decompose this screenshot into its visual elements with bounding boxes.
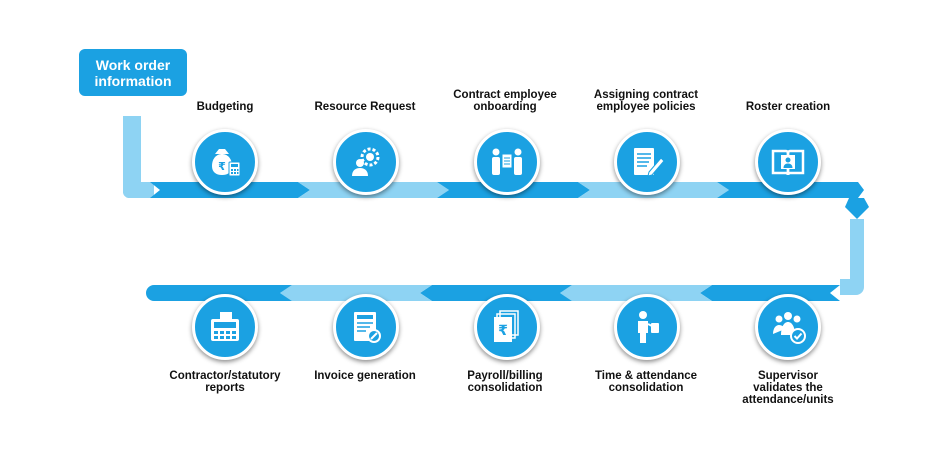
- policies-badge: [614, 129, 680, 195]
- start-connector: [123, 116, 154, 198]
- bottom-arrow-3: [420, 285, 572, 301]
- step-label-attendance: Time & attendance consolidation: [594, 370, 698, 394]
- work-order-start-box: Work order information: [79, 49, 187, 96]
- bottom-arrow-1: [700, 285, 840, 301]
- bottom-arrow-2: [560, 285, 712, 301]
- document-pen-icon: [634, 148, 665, 177]
- step-label-policies: Assigning contract employee policies: [593, 89, 699, 113]
- svg-text:₹: ₹: [498, 323, 508, 339]
- payroll-badge: ₹: [474, 294, 540, 360]
- bottom-arrow-4: [280, 285, 432, 301]
- person-timecard-icon: [638, 311, 659, 343]
- handshake-people-icon: [492, 148, 522, 175]
- bottom-arrow-5: [146, 285, 292, 301]
- step-label-reports: Contractor/statutory reports: [169, 370, 281, 394]
- roster-badge: [755, 129, 821, 195]
- invoice-badge: [333, 294, 399, 360]
- budgeting-badge: ₹: [192, 129, 258, 195]
- rupee-documents-icon: ₹: [494, 310, 519, 342]
- person-gear-icon: [352, 147, 380, 176]
- resource-request-badge: [333, 129, 399, 195]
- step-label-supervisor: Supervisor validates the attendance/unit…: [742, 370, 834, 406]
- step-label-budgeting: Budgeting: [196, 101, 254, 113]
- step-label-payroll: Payroll/billing consolidation: [467, 370, 543, 394]
- reports-badge: [192, 294, 258, 360]
- step-label-onboarding: Contract employee onboarding: [453, 89, 557, 113]
- register-machine-icon: [211, 312, 239, 341]
- supervisor-badge: [755, 294, 821, 360]
- roster-book-icon: [771, 149, 805, 176]
- right-turn-arrow: [845, 198, 869, 219]
- onboarding-badge: [474, 129, 540, 195]
- money-bag-calculator-icon: ₹: [212, 149, 241, 177]
- right-connector: [840, 219, 864, 295]
- step-label-roster: Roster creation: [745, 101, 831, 113]
- step-label-resource-request: Resource Request: [314, 101, 416, 113]
- team-check-icon: [773, 312, 806, 344]
- svg-text:₹: ₹: [218, 160, 226, 173]
- step-label-invoice: Invoice generation: [314, 370, 416, 382]
- attendance-badge: [614, 294, 680, 360]
- invoice-icon: [354, 312, 381, 343]
